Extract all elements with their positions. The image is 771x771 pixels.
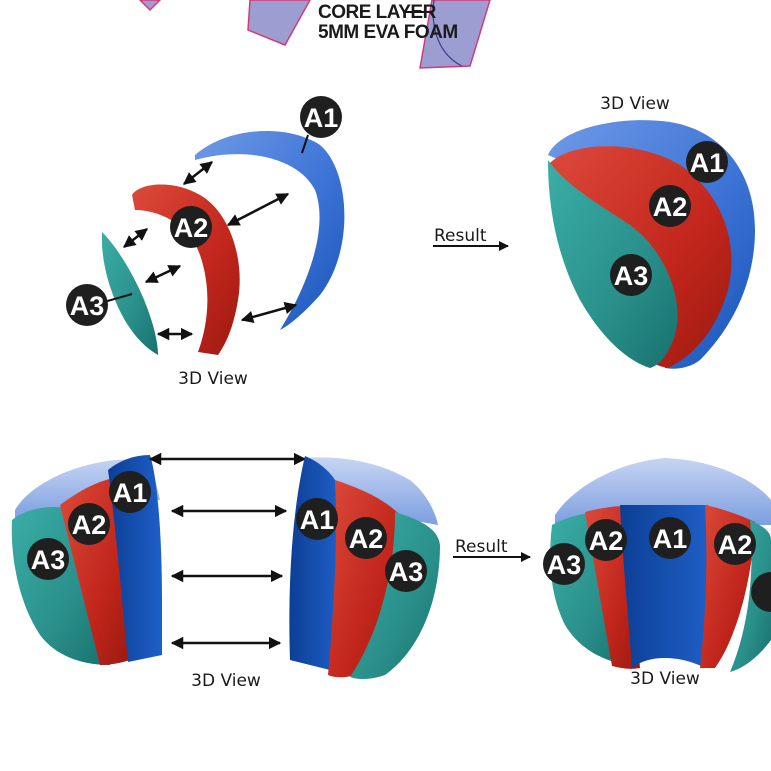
bf-a2-left-badge [585,519,627,561]
bl-a1-label: A1 [113,478,148,508]
br-a2-label: A2 [349,524,384,554]
a1-panel [195,131,345,330]
caption-top-right: 3D View [600,94,670,114]
assembled-view-bottom: A3 A2 A1 A2 3D View [543,458,771,689]
a3-leader [103,293,133,303]
a3-badge [66,284,108,326]
assembled-a2-label: A2 [653,192,688,222]
caption-bottom-right: 3D View [630,669,700,689]
bottom-left-half: A1 A2 A3 [11,455,162,665]
bf-a3-right-badge [751,572,771,612]
a1-leader [301,134,309,154]
br-a3-badge [385,550,427,592]
result-arrow-top: Result [433,226,509,251]
br-a1-label: A1 [300,505,335,535]
bf-a3-left-badge [543,543,585,585]
bf-right-a3 [730,520,771,672]
a3-badge-label: A3 [70,291,105,321]
result-label-bottom: Result [455,537,508,557]
caption-bottom-mid: 3D View [191,671,261,691]
bf-a2-right-badge [714,523,756,565]
a2-panel [132,184,240,355]
arrow-a1-a2-mid [226,192,290,227]
bf-a1-center-label: A1 [653,524,688,554]
bf-a3-left-label: A3 [547,550,582,580]
bl-a2-label: A2 [72,510,107,540]
assembled-view-top: 3D View A1 A2 A3 [548,94,755,369]
assembled-a1-label: A1 [690,148,725,178]
result-arrow-bottom: Result [453,537,531,562]
a3-panel [101,232,158,355]
core-piece-left [247,0,311,46]
br-a3-label: A3 [389,557,424,587]
core-piece-right [419,0,491,69]
a1-badge-label: A1 [304,103,339,133]
assembled-a3-label: A3 [614,261,649,291]
bl-a1-badge [109,471,151,513]
bl-a3-label: A3 [31,545,66,575]
core-piece-left-tip [138,0,162,12]
br-a2-badge [345,517,387,559]
assembled-a3-shell [548,160,678,368]
br-a1-badge [296,498,338,540]
bf-a2-left-label: A2 [589,526,624,556]
assembled-a1-badge [686,141,728,183]
bf-a2-right-label: A2 [718,530,753,560]
arrow-a1-a2-bottom [240,301,298,324]
assembled-a3-badge [610,254,652,296]
bottom-right-half: A1 A2 A3 3D View [191,456,440,691]
arrow-a2-a3-top [123,228,148,248]
a2-badge-label: A2 [174,213,209,243]
core-layer-fragment: CORE LAYER 5MM EVA FOAM [138,0,491,69]
core-layer-title: CORE LAYER [318,2,437,23]
caption-top-left: 3D View [178,369,248,389]
result-label-top: Result [434,226,487,246]
a1-badge [300,96,342,138]
a2-badge [170,206,212,248]
exploded-view-top: A1 A2 A3 3D View [66,96,345,389]
core-piece-seam [432,0,463,67]
bl-a3-badge [27,538,69,580]
bf-a1-center-badge [649,517,691,559]
assembled-a2-badge [649,185,691,227]
br-top-cap [300,457,438,525]
arrow-a1-a2-top [183,161,213,185]
bottom-join-arrows [148,452,307,650]
bl-a2-badge [68,503,110,545]
arrow-a2-a3-mid [144,264,182,284]
core-layer-material: 5MM EVA FOAM [318,22,458,43]
